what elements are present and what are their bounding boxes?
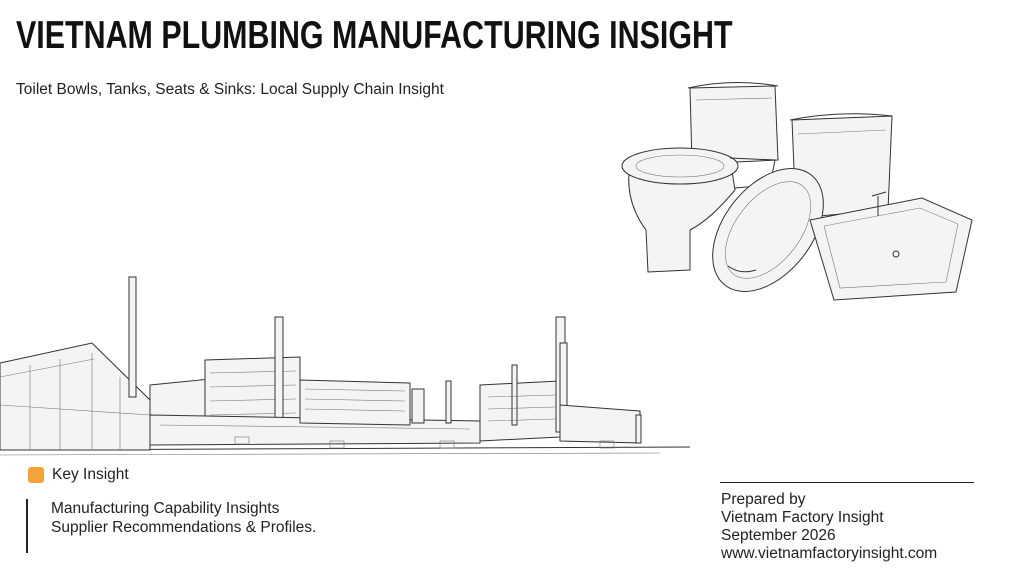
prepared-date: September 2026 bbox=[721, 527, 836, 544]
prepared-divider bbox=[720, 482, 974, 483]
website-link[interactable]: www.vietnamfactoryinsight.com bbox=[721, 545, 938, 562]
prepared-organization: Vietnam Factory Insight bbox=[721, 509, 884, 526]
toilet-and-sink-sketch bbox=[621, 81, 973, 301]
prepared-by-label: Prepared by bbox=[721, 491, 806, 508]
page-title: Vietnam Plumbing Manufacturing Insight bbox=[16, 14, 733, 57]
key-insight-header: Key Insight bbox=[28, 466, 129, 484]
insight-line: Manufacturing Capability Insights bbox=[51, 500, 280, 517]
key-insight-body: Manufacturing Capability Insights Suppli… bbox=[26, 499, 316, 553]
insight-line: Supplier Recommendations & Profiles. bbox=[51, 519, 317, 536]
orange-square-icon bbox=[28, 467, 44, 483]
factory-skyline-sketch bbox=[0, 276, 690, 456]
page-subtitle: Toilet Bowls, Tanks, Seats & Sinks: Loca… bbox=[16, 81, 444, 98]
prepared-by-block: Prepared by Vietnam Factory Insight Sept… bbox=[721, 491, 937, 563]
key-insight-label: Key Insight bbox=[52, 466, 129, 483]
